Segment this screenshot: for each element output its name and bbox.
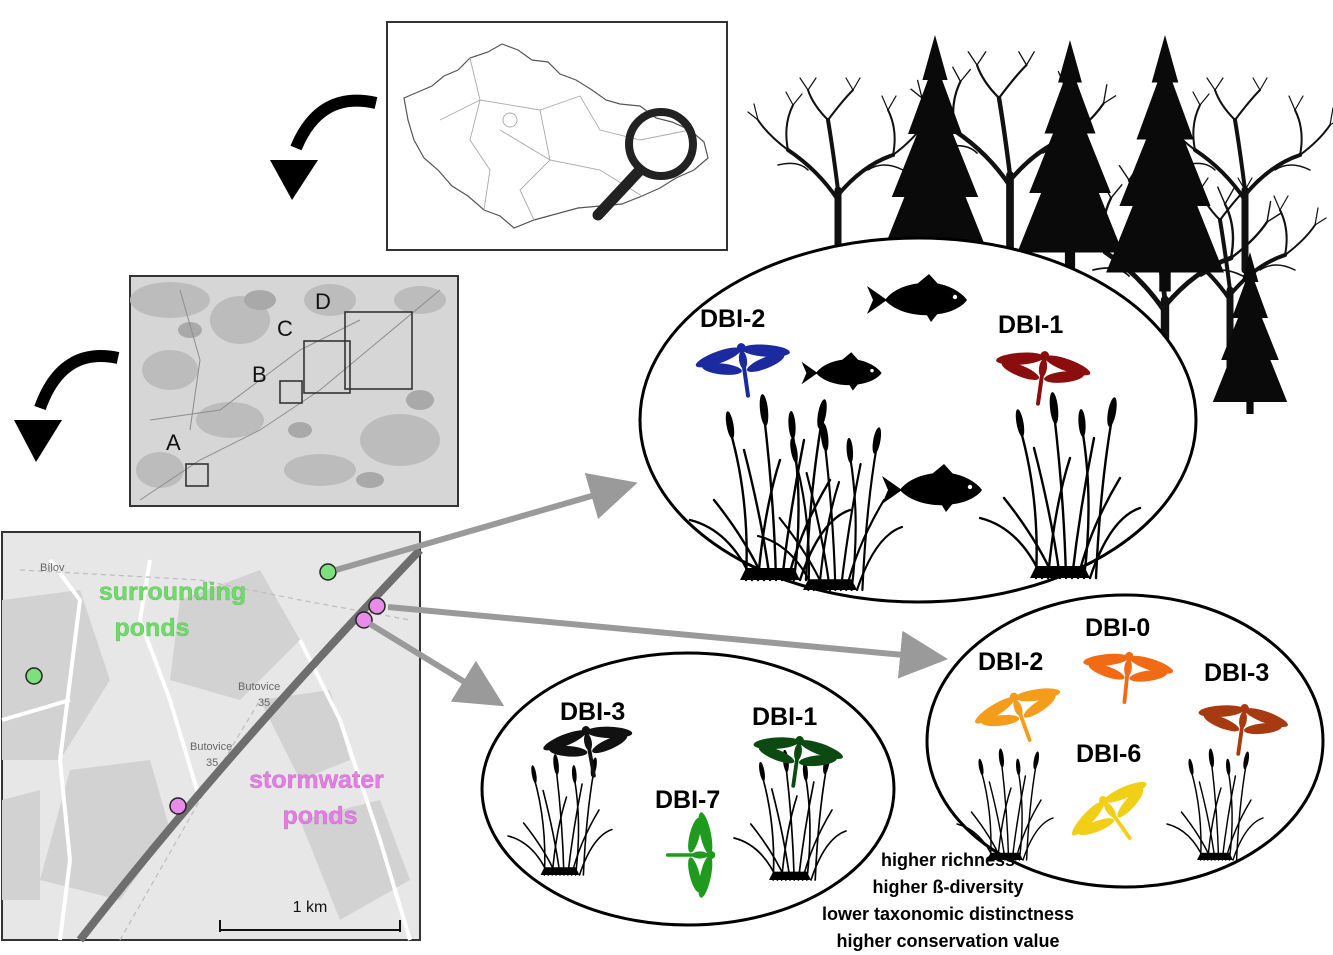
surrounding-pond-marker [25,667,43,685]
dbi-label: DBI-0 [1085,614,1150,642]
conifer-tree-icon [1212,252,1288,414]
site-box-c [303,340,351,394]
place-label-butovice-2: Butovice [190,741,232,753]
dbi-label: DBI-2 [700,305,765,333]
stormwater-pond-scene-1: DBI-3 DBI-1 DBI-7 [480,651,896,927]
stormwater-pond-marker [368,597,386,615]
site-box-a [185,463,209,487]
conifer-tree-icon [1106,34,1224,292]
site-label-c: C [277,316,293,341]
dbi-label: DBI-2 [978,648,1043,676]
summary-line: higher conservation value [836,931,1059,951]
local-map: Bílov Butovice 35 Butovice 35 surroundin… [1,531,423,943]
site-box-b [279,380,303,404]
highway [76,547,423,943]
site-box-d [344,311,413,390]
summary-line: higher ß-diversity [872,877,1023,897]
dbi-label: DBI-1 [998,311,1063,339]
summary-line: lower taxonomic distinctness [822,904,1074,924]
region-map: A B C D [129,275,459,507]
scale-bar [219,920,401,932]
stormwater-ponds-label: stormwater ponds [249,766,391,830]
dbi-label: DBI-3 [1204,659,1269,687]
place-label-butovice-1: Butovice [238,681,280,693]
site-label-a: A [166,430,181,455]
summary-text: higher richness higher ß-diversity lower… [822,850,1074,951]
dbi-label: DBI-7 [655,786,720,814]
stormwater-pond-marker [355,611,373,629]
surrounding-pond-marker [319,563,337,581]
connector-arrows [335,472,948,707]
site-label-d: D [315,289,331,314]
elevation-label-1: 35 [258,697,270,709]
site-label-b: B [252,362,267,387]
surrounding-pond-scene: DBI-2 DBI-1 [638,236,1198,604]
place-label-bilov: Bílov [40,562,65,574]
dbi-label: DBI-6 [1076,740,1141,768]
magnifier-icon [592,108,697,221]
zoom-arrow-2 [14,350,120,462]
dbi-label: DBI-1 [752,703,817,731]
scale-label: 1 km [293,899,328,916]
surrounding-ponds-label: surrounding ponds [99,578,253,642]
summary-line: higher richness [881,850,1015,870]
elevation-label-2: 35 [206,757,218,769]
overview-map [386,21,728,251]
zoom-arrow-1 [270,94,378,200]
stormwater-pond-scene-2: DBI-0 DBI-2 DBI-3 DBI-6 [925,593,1325,889]
stormwater-pond-marker [169,797,187,815]
dbi-label: DBI-3 [560,698,625,726]
